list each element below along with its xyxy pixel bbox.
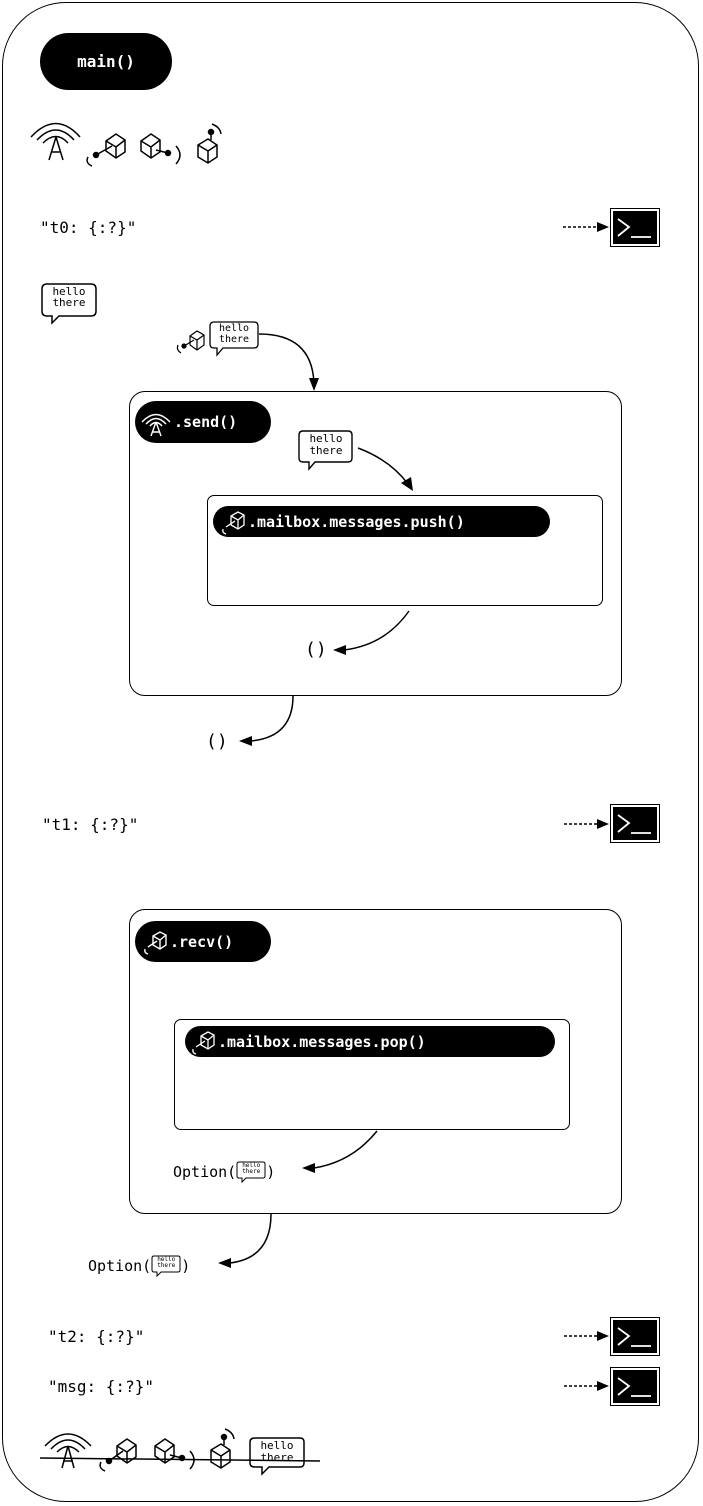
push-return-value: () <box>305 639 327 660</box>
push-call-box <box>207 495 603 606</box>
box-lifted-icon <box>210 1428 235 1469</box>
option-prefix: Option( <box>173 1163 237 1181</box>
option-prefix: Option( <box>88 1257 152 1275</box>
recv-return-value: Option( hello there ) <box>88 1255 191 1278</box>
print-t0-format: "t0: {:?}" <box>40 218 137 237</box>
pop-return-value: Option( hello there ) <box>173 1161 276 1184</box>
terminal-icon <box>610 1317 660 1356</box>
pop-label: .mailbox.messages.pop() <box>218 1032 426 1051</box>
push-pill: .mailbox.messages.push() <box>213 506 550 537</box>
send-return-value: () <box>206 731 228 752</box>
box-receiver-icon <box>99 1438 137 1472</box>
terminal-icon <box>610 208 660 247</box>
option-suffix: ) <box>181 1257 191 1275</box>
antenna-icon <box>30 122 81 161</box>
speech-bubble-icon <box>249 1437 305 1476</box>
recv-pill: .recv() <box>135 921 271 962</box>
bubble-line2: there <box>157 1262 176 1269</box>
bubble-line1: hello <box>218 323 250 334</box>
send-call-box <box>129 391 622 696</box>
box-receiver-icon <box>86 133 126 167</box>
pop-pill: .mailbox.messages.pop() <box>185 1026 555 1057</box>
antenna-icon <box>44 1433 92 1469</box>
bubble-line1: hello <box>52 285 86 298</box>
bubble-line2: there <box>309 444 343 457</box>
print-t1-format: "t1: {:?}" <box>42 815 139 834</box>
bubble-line2: there <box>218 334 250 345</box>
speech-bubble-icon: hello there <box>298 430 354 471</box>
box-receiver-icon <box>192 1030 215 1055</box>
print-msg-format: "msg: {:?}" <box>48 1377 154 1396</box>
bubble-line2: there <box>52 296 86 309</box>
antenna-icon <box>141 413 171 437</box>
box-connector-icon <box>140 133 181 165</box>
bubble-line1: hello <box>242 1162 261 1169</box>
main-label: main() <box>77 52 135 71</box>
box-receiver-icon <box>222 510 245 535</box>
main-function-pill: main() <box>40 33 172 90</box>
send-pill: .send() <box>135 401 271 443</box>
pop-call-box <box>174 1019 570 1130</box>
option-suffix: ) <box>266 1163 276 1181</box>
speech-bubble-icon: hello there <box>41 283 97 325</box>
terminal-icon <box>610 1367 660 1406</box>
box-lifted-icon <box>197 123 222 164</box>
send-label: .send() <box>174 413 238 431</box>
bubble-line1: hello <box>309 432 343 445</box>
bubble-line1: hello <box>157 1256 176 1263</box>
speech-bubble-icon: hello there <box>236 1161 266 1184</box>
push-label: .mailbox.messages.push() <box>248 512 465 531</box>
speech-bubble-icon: hello there <box>151 1255 181 1278</box>
terminal-icon <box>610 804 660 843</box>
speech-bubble-icon: hello there <box>209 321 259 357</box>
bubble-line1: hello <box>260 1439 294 1452</box>
recv-call-box <box>129 909 622 1214</box>
box-receiver-icon <box>176 330 205 354</box>
bubble-line2: there <box>242 1168 261 1175</box>
print-t2-format: "t2: {:?}" <box>48 1327 145 1346</box>
box-receiver-icon <box>144 930 167 955</box>
recv-label: .recv() <box>170 932 234 951</box>
